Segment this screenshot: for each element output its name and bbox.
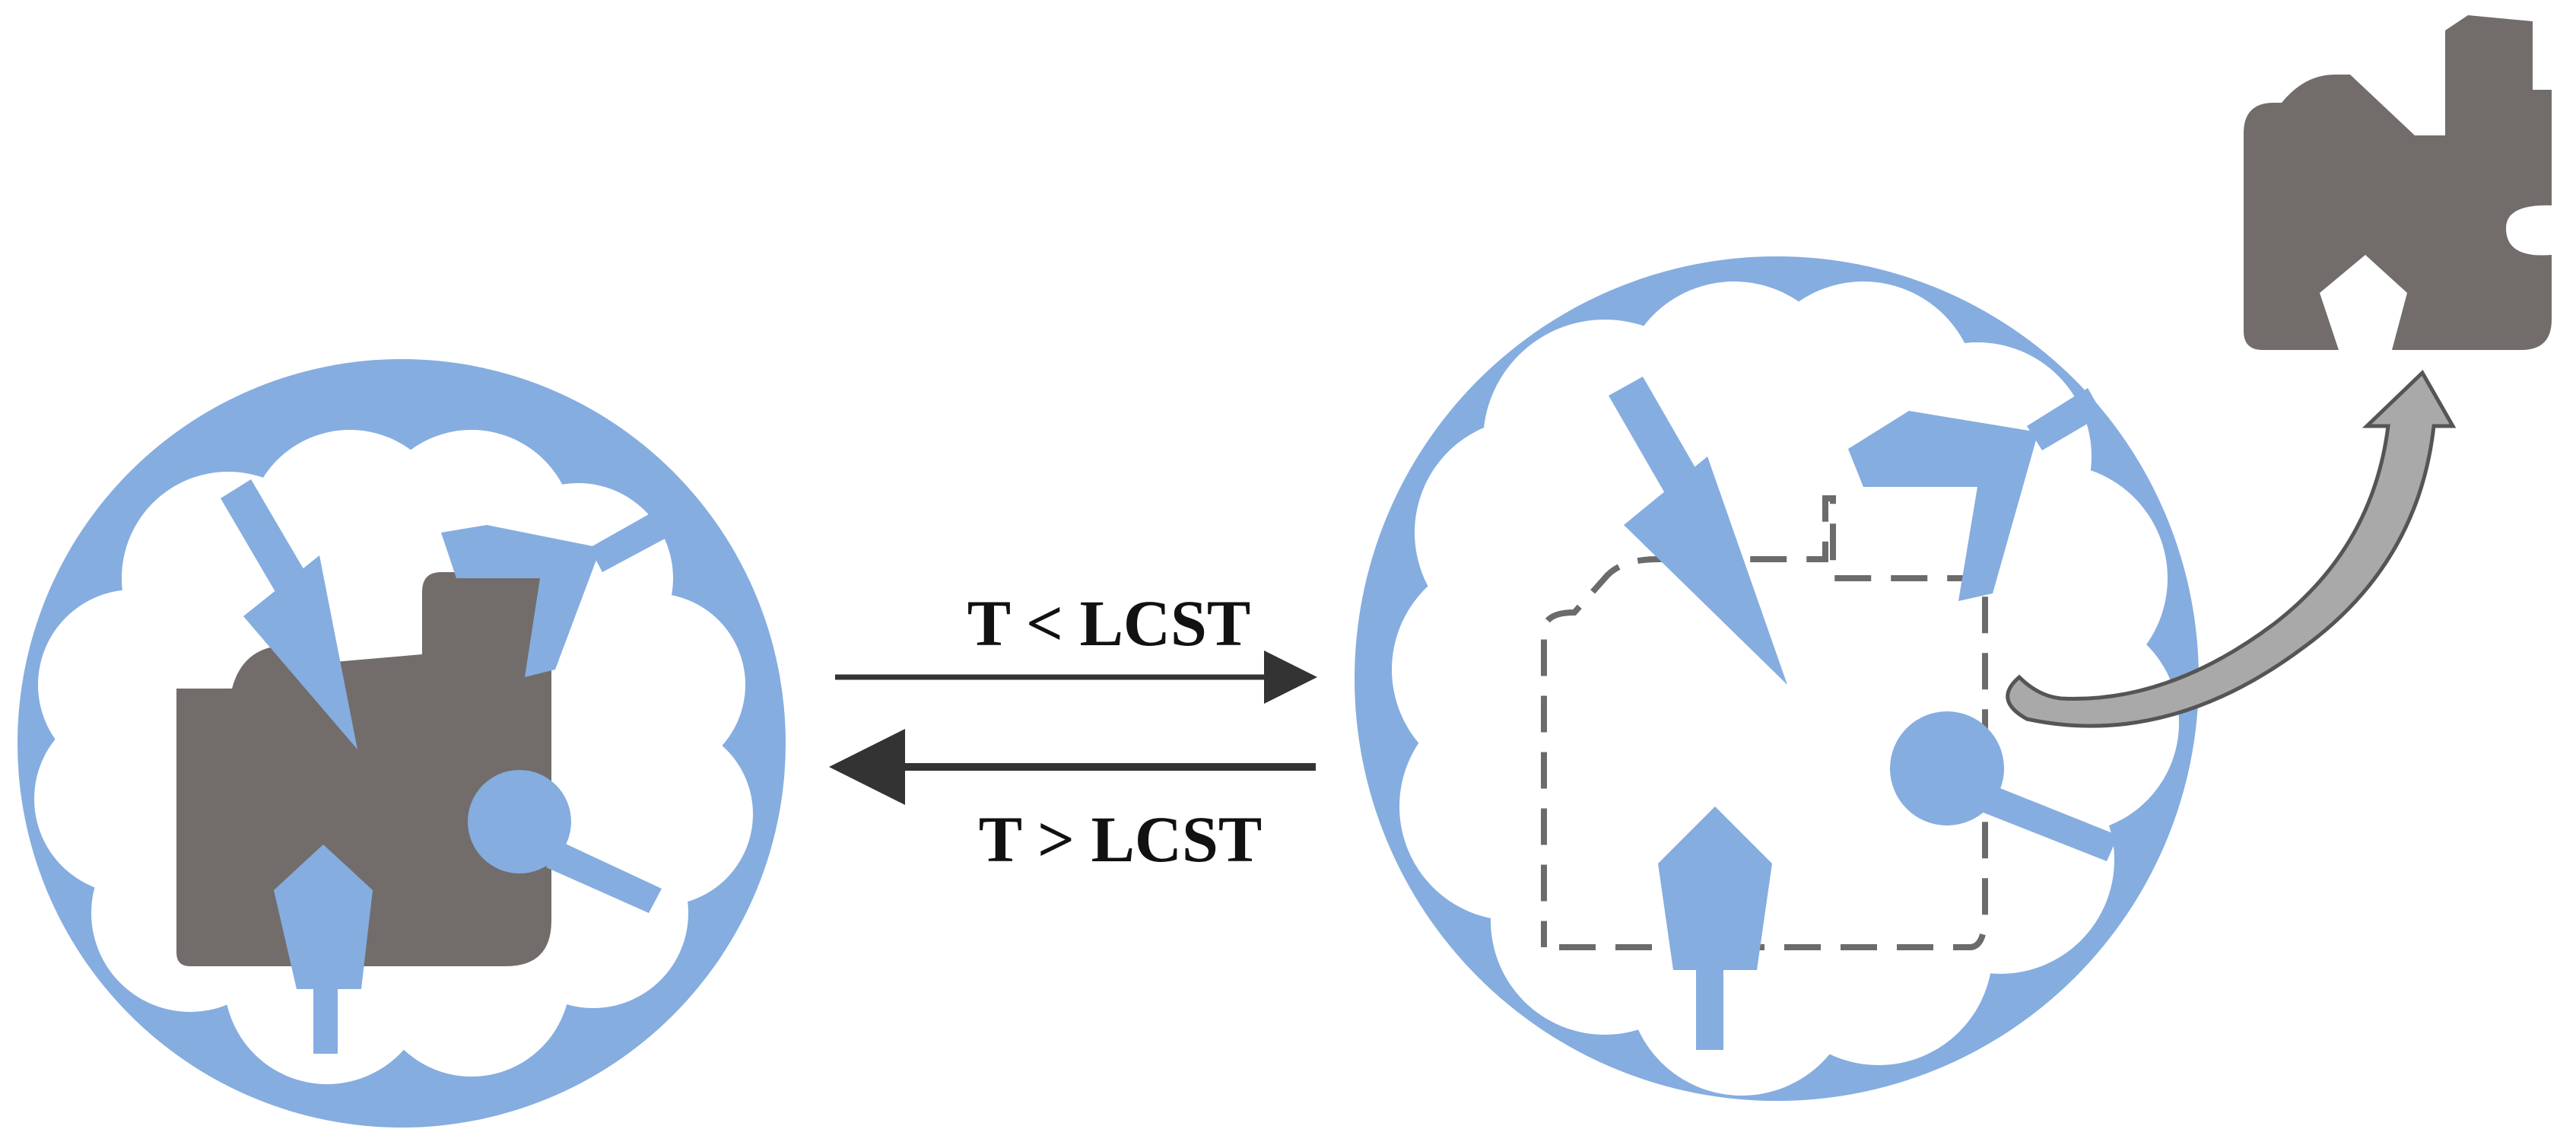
forward-condition-label: T < LCST [967,587,1250,660]
left-polymer-complex [17,359,786,1128]
right-binding-groups [1609,377,2118,1050]
transition-arrows: T < LCST T > LCST [829,587,1317,876]
right-polymer-complex [1355,15,2552,1101]
left-binding-groups [221,479,668,1054]
left-bound-guest-icon [176,572,551,966]
release-arrow [2006,369,2457,728]
released-guest-puzzle-icon [2244,15,2552,350]
reverse-condition-label: T > LCST [979,803,1262,876]
empty-cavity-outline [1541,495,1988,950]
